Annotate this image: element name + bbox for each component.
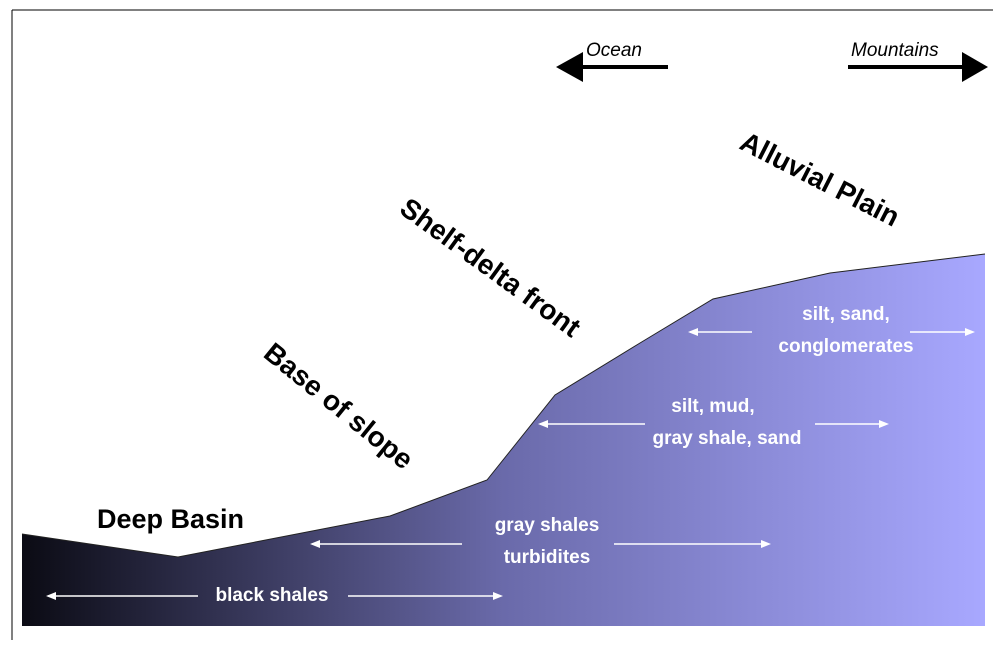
alluvial-plain-label: Alluvial Plain (735, 126, 904, 233)
shelf-sediment-line-1: silt, mud, (671, 396, 754, 417)
slope-right-arrowhead-icon (761, 540, 771, 548)
basin-profile (22, 254, 985, 626)
base-of-slope-label: Base of slope (258, 337, 419, 476)
basin-sediment-label: black shales (215, 585, 328, 606)
alluvial-left-arrowhead-icon (688, 328, 698, 336)
slope-sediment-line-1: gray shales (495, 515, 600, 536)
shelf-right-arrowhead-icon (879, 420, 889, 428)
slope-sediment-group: gray shales turbidites (310, 515, 771, 568)
mountains-label: Mountains (851, 40, 939, 61)
profile-surface-line (21, 253, 986, 558)
mountains-arrow-head-icon (962, 52, 988, 82)
slope-sediment-line-2: turbidites (504, 547, 591, 568)
ocean-direction: Ocean (556, 40, 668, 82)
shelf-sediment-line-2: gray shale, sand (653, 428, 802, 449)
alluvial-sediment-line-2: conglomerates (778, 336, 913, 357)
shelf-sediment-group: silt, mud, gray shale, sand (538, 396, 889, 449)
ocean-label: Ocean (586, 40, 642, 61)
basin-right-arrowhead-icon (493, 592, 503, 600)
basin-left-arrowhead-icon (46, 592, 56, 600)
slope-left-arrowhead-icon (310, 540, 320, 548)
deep-basin-label: Deep Basin (97, 504, 244, 534)
shelf-delta-front-label: Shelf-delta front (394, 192, 586, 343)
alluvial-sediment-line-1: silt, sand, (802, 304, 890, 325)
shelf-left-arrowhead-icon (538, 420, 548, 428)
mountains-direction: Mountains (848, 40, 988, 82)
alluvial-right-arrowhead-icon (965, 328, 975, 336)
alluvial-sediment-group: silt, sand, conglomerates (688, 304, 975, 357)
ocean-arrow-head-icon (556, 52, 583, 82)
basin-sediment-group: black shales (46, 585, 503, 606)
